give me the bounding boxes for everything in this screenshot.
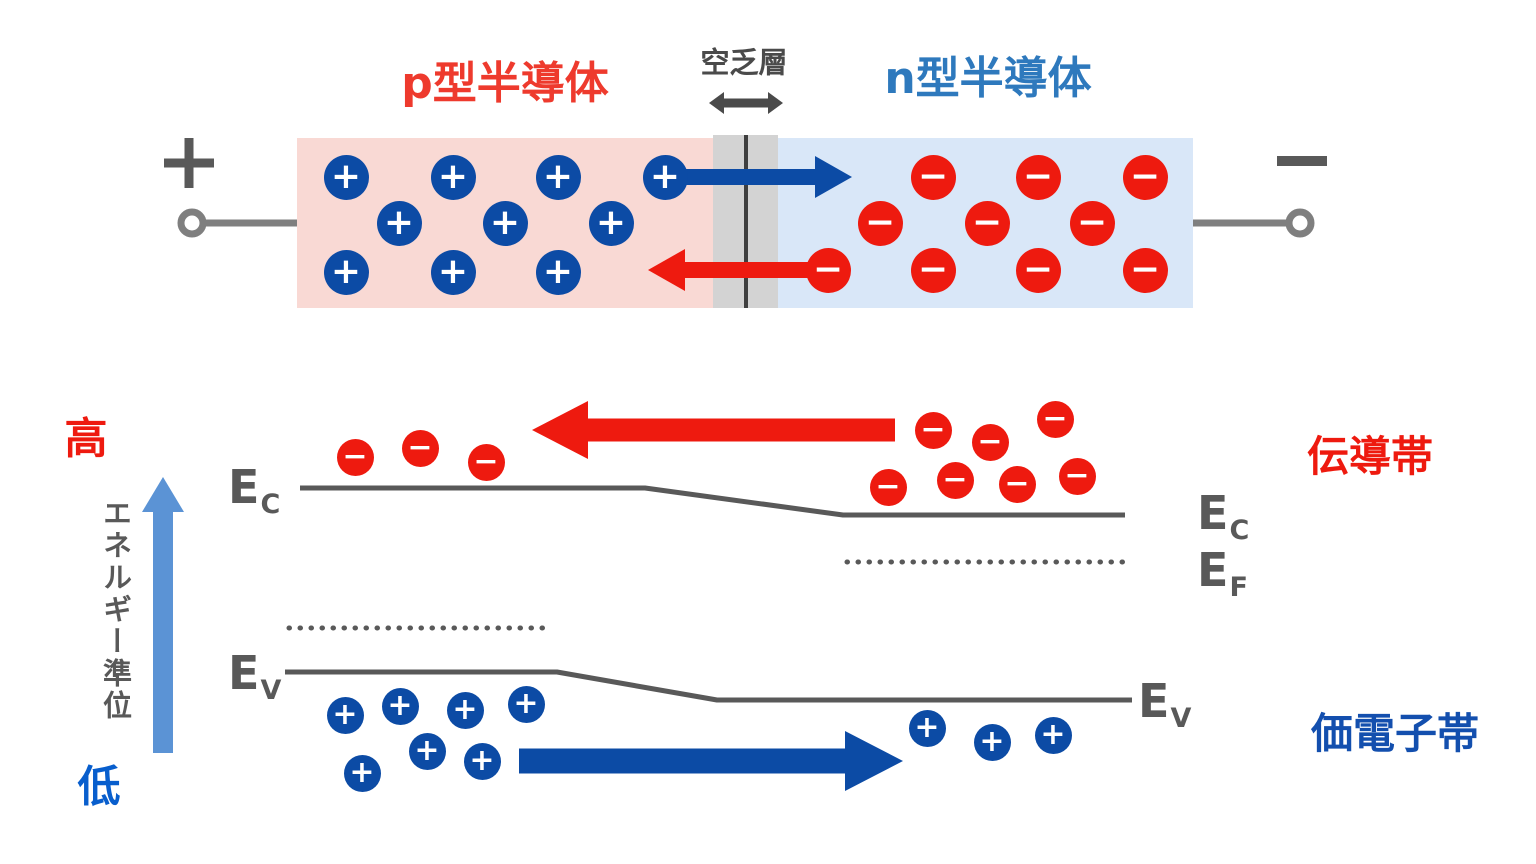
band-hole-icon: +	[446, 691, 484, 729]
energy-axis-arrowhead-icon	[142, 477, 184, 512]
band-electron-icon: −	[936, 461, 974, 499]
hole-icon: +	[642, 154, 688, 200]
electron-icon: −	[1015, 154, 1061, 200]
band-hole-icon: +	[381, 687, 419, 725]
band-electron-arrowhead-icon	[532, 401, 588, 459]
electron-icon: −	[964, 200, 1010, 246]
hole-icon: +	[535, 249, 581, 295]
depletion-arrowhead-right-icon	[768, 92, 783, 114]
band-electron-icon: −	[1036, 400, 1074, 438]
hole-flow-arrowhead-icon	[815, 156, 852, 198]
n-region-label: n型半導体	[884, 53, 1092, 104]
band-hole-icon: +	[343, 754, 381, 792]
plus-terminal-icon	[164, 138, 214, 188]
band-electron-icon: −	[971, 423, 1009, 461]
electron-flow-arrowhead-icon	[648, 249, 685, 291]
conduction-band-label: 伝導帯	[1306, 432, 1434, 481]
electron-icon: −	[1015, 247, 1061, 293]
band-hole-icon: +	[1034, 716, 1072, 754]
band-electron-icon: −	[1058, 457, 1096, 495]
band-electron-icon: −	[998, 465, 1036, 503]
ev-left-label: EV	[228, 650, 281, 704]
ef-right-label: EF	[1197, 547, 1248, 601]
ec-right-sub: C	[1229, 515, 1250, 546]
valence-band-label: 価電子帯	[1310, 709, 1480, 758]
electron-icon: −	[805, 247, 851, 293]
band-electron-icon: −	[869, 468, 907, 506]
hole-icon: +	[588, 200, 634, 246]
hole-icon: +	[430, 249, 476, 295]
electron-icon: −	[1122, 154, 1168, 200]
band-hole-icon: +	[326, 696, 364, 734]
energy-low-label: 低	[77, 762, 121, 813]
electron-icon: −	[1069, 200, 1115, 246]
band-hole-icon: +	[973, 723, 1011, 761]
p-region-label: p型半導体	[401, 58, 609, 109]
ec-left-label: EC	[228, 464, 280, 518]
hole-icon: +	[535, 154, 581, 200]
ev-left-e: E	[228, 646, 260, 700]
electron-icon: −	[910, 247, 956, 293]
band-hole-icon: +	[463, 742, 501, 780]
valence-band-line	[285, 669, 1132, 703]
ev-right-label: EV	[1138, 678, 1191, 732]
band-hole-arrowhead-icon	[845, 731, 903, 791]
ec-left-sub: C	[260, 489, 281, 520]
hole-icon: +	[323, 154, 369, 200]
band-electron-icon: −	[336, 438, 374, 476]
electron-icon: −	[857, 200, 903, 246]
left-terminal-node-icon	[177, 208, 207, 238]
hole-icon: +	[376, 200, 422, 246]
band-electron-icon: −	[914, 411, 952, 449]
hole-icon: +	[323, 249, 369, 295]
ef-right-sub: F	[1229, 572, 1248, 603]
electron-icon: −	[1122, 247, 1168, 293]
energy-axis-label: エネルギー準位	[98, 498, 133, 722]
depletion-label: 空乏層	[700, 45, 788, 80]
electron-icon: −	[910, 154, 956, 200]
ec-right-label: EC	[1197, 490, 1249, 544]
band-electron-icon: −	[401, 429, 439, 467]
ev-left-sub: V	[260, 675, 282, 706]
conduction-band-line	[300, 485, 1125, 518]
energy-high-label: 高	[64, 414, 108, 465]
ev-right-e: E	[1138, 674, 1170, 728]
band-hole-icon: +	[408, 732, 446, 770]
ec-left-e: E	[228, 460, 260, 514]
ec-right-e: E	[1197, 486, 1229, 540]
band-hole-icon: +	[908, 709, 946, 747]
band-hole-icon: +	[507, 685, 545, 723]
ef-right-e: E	[1197, 543, 1229, 597]
right-terminal-node-icon	[1285, 208, 1315, 238]
hole-icon: +	[430, 154, 476, 200]
ev-right-sub: V	[1170, 703, 1192, 734]
band-electron-icon: −	[467, 443, 505, 481]
hole-icon: +	[482, 200, 528, 246]
depletion-arrowhead-left-icon	[709, 92, 724, 114]
